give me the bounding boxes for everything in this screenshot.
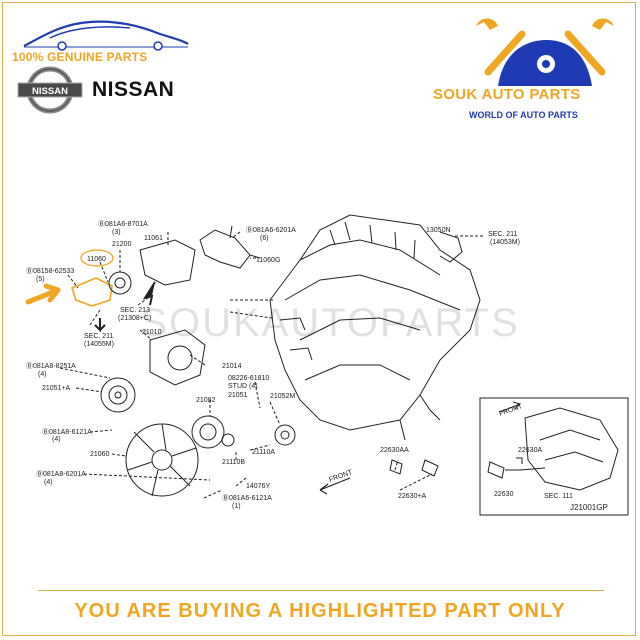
label-sec211-left-ref: (14055M) bbox=[84, 341, 114, 348]
label-bolt-62533-qty: (5) bbox=[36, 276, 45, 283]
label-bolt-6121a-low-qty: (1) bbox=[232, 503, 241, 510]
label-bolt-8251a-qty: (4) bbox=[38, 371, 47, 378]
part-arrow-icon bbox=[142, 281, 156, 306]
label-21052m: 21052M bbox=[270, 393, 295, 400]
part-11060 bbox=[71, 277, 113, 307]
label-22630: 22630 bbox=[494, 491, 514, 498]
nissan-logo-text: NISSAN bbox=[32, 86, 68, 97]
water-outlet-11060g bbox=[199, 229, 251, 269]
label-22630a-main: 22630+A bbox=[398, 493, 427, 500]
highlight-ring bbox=[80, 249, 114, 267]
genuine-parts-label: 100% GENUINE PARTS bbox=[12, 50, 148, 64]
pulley-21051 bbox=[100, 377, 136, 413]
label-21082: 21082 bbox=[196, 397, 216, 404]
label-front-inset: FRONT bbox=[498, 403, 524, 418]
label-bolt-6201a-top: Ⓑ081A6-6201A bbox=[246, 226, 296, 234]
label-21010: 21010 bbox=[142, 329, 162, 336]
label-11060: 11060 bbox=[87, 256, 106, 263]
label-bolt-8701a: Ⓑ081A6-8701A bbox=[98, 220, 148, 228]
label-bolt-6121a-low: Ⓑ081A6-6121A bbox=[222, 494, 272, 502]
footer-divider bbox=[38, 590, 604, 591]
label-bolt-62533: Ⓑ08158-62533 bbox=[26, 267, 74, 275]
highlight-pointer-icon bbox=[25, 283, 61, 305]
label-13050n: 13050N bbox=[426, 227, 451, 234]
label-bolt-6201a-low-qty: (4) bbox=[44, 479, 53, 486]
souk-logo-icon bbox=[476, 18, 614, 86]
label-bolt-8251a: Ⓑ081A8-8251A bbox=[26, 362, 76, 370]
label-sec213: SEC. 213 bbox=[120, 307, 150, 314]
label-21060: 21060 bbox=[90, 451, 110, 458]
label-bolt-6201a-top-qty: (6) bbox=[260, 235, 269, 242]
sensor-13050n bbox=[439, 231, 463, 263]
label-21051a: 21051+A bbox=[42, 385, 71, 392]
brand-name: NISSAN bbox=[92, 78, 175, 101]
engine-block bbox=[269, 214, 481, 431]
inset-panel bbox=[479, 397, 629, 516]
label-stud-number: 08226-61810 bbox=[228, 375, 269, 382]
label-bolt-6201a-low: Ⓑ081A8-6201A bbox=[36, 470, 86, 478]
front-arrow-main-icon bbox=[319, 477, 351, 495]
label-stud: STUD (4) bbox=[228, 383, 258, 390]
label-21014: 21014 bbox=[222, 363, 242, 370]
label-bolt-6121a-left: Ⓑ081A8-6121A bbox=[42, 428, 92, 436]
car-logo-icon bbox=[23, 20, 189, 51]
label-bolt-8701a-qty: (3) bbox=[112, 229, 121, 236]
label-sec111: SEC. 111 bbox=[544, 493, 573, 500]
label-diagram-code: J21001GP bbox=[570, 503, 608, 512]
nissan-logo-icon: NISSAN bbox=[17, 66, 83, 114]
part-arrow-icon-2 bbox=[94, 318, 106, 333]
label-bolt-6121a-left-qty: (4) bbox=[52, 436, 61, 443]
fan-clutch-21082 bbox=[191, 415, 225, 449]
label-sec211-left: SEC. 211 bbox=[84, 333, 114, 340]
footer-notice: YOU ARE BUYING A HIGHLIGHTED PART ONLY bbox=[74, 600, 566, 622]
label-21200: 21200 bbox=[112, 241, 132, 248]
sensor-22630aa bbox=[389, 459, 403, 475]
water-pump-21010 bbox=[149, 329, 206, 386]
label-22630a-inset: 22630A bbox=[518, 447, 542, 454]
label-21110a: 21110A bbox=[252, 449, 275, 456]
label-11060g: 11060G bbox=[256, 257, 280, 264]
label-21110b: 21110B bbox=[222, 459, 245, 466]
water-inlet-11061 bbox=[139, 239, 196, 286]
label-14076y: 14076Y bbox=[246, 483, 270, 490]
front-arrow-inset-icon bbox=[499, 401, 521, 413]
label-22630aa: 22630AA bbox=[380, 447, 409, 454]
idler-21052m bbox=[274, 424, 296, 446]
label-sec211-top-ref: (14053M) bbox=[490, 239, 520, 246]
seller-tagline: WORLD OF AUTO PARTS bbox=[469, 110, 578, 120]
label-11061: 11061 bbox=[144, 235, 163, 242]
sensor-22630-inset bbox=[487, 461, 505, 479]
label-sec213-ref: (21308+C) bbox=[118, 315, 151, 322]
label-21051: 21051 bbox=[228, 392, 248, 399]
label-sec211-top: SEC. 211 bbox=[488, 231, 518, 238]
watermark: SOUKAUTOPARTS bbox=[140, 301, 519, 345]
seller-name: SOUK AUTO PARTS bbox=[433, 86, 581, 103]
